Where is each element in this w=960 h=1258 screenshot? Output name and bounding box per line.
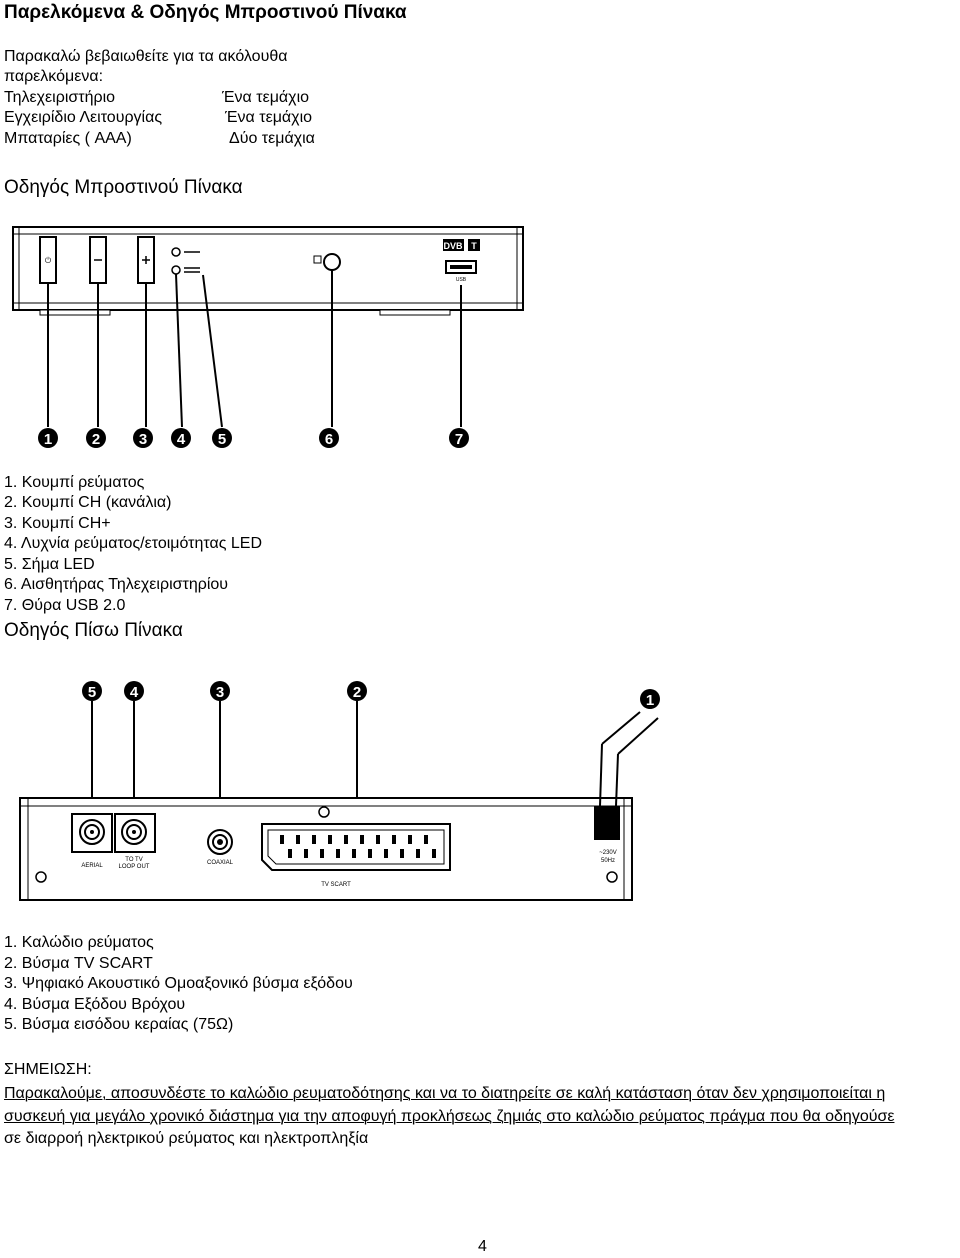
scart-pin — [336, 849, 340, 858]
front-callout-5: 5 — [218, 431, 226, 448]
accessory-item-qty: Δύο τεμάχια — [229, 130, 315, 147]
loop-out-label-1: TO TV — [125, 857, 142, 863]
front-callout-7: 7 — [455, 431, 463, 448]
front-panel-item-4: 4. Λυχνία ρεύματος/ετοιμότητας LED — [4, 535, 263, 552]
front-panel-item-6: 6. Αισθητήρας Τηλεχειριστηρίου — [4, 576, 229, 593]
scart-pin — [400, 849, 404, 858]
power-label-1: ~230V — [599, 850, 617, 856]
accessories-intro-line2: παρελκόμενα: — [4, 68, 104, 85]
front-callout-6: 6 — [325, 431, 333, 448]
front-panel-item-1: 1. Κουμπί ρεύματος — [4, 474, 145, 491]
rear-panel-diagram: 5 4 3 2 1 AERIAL TO TV LOOP OUT COAXIAL … — [19, 681, 660, 901]
scart-pin — [424, 835, 428, 844]
scart-pin — [384, 849, 388, 858]
svg-text:⏻: ⏻ — [45, 256, 52, 265]
front-callout-3: 3 — [139, 431, 147, 448]
note-line-2: συσκευή για μεγάλο χρονικό διάστημα για … — [4, 1108, 895, 1125]
rear-panel-item-4: 4. Βύσμα Εξόδου Βρόχου — [4, 996, 186, 1013]
note-line-1: Παρακαλούμε, αποσυνδέστε το καλώδιο ρευμ… — [4, 1085, 886, 1102]
scart-pin — [352, 849, 356, 858]
rear-callout-4: 4 — [130, 684, 139, 701]
dvb-logo-label: DVB — [443, 241, 463, 251]
scart-pin — [312, 835, 316, 844]
accessories-intro-line1: Παρακαλώ βεβαιωθείτε για τα ακόλουθα — [4, 48, 288, 65]
rear-panel-item-1: 1. Καλώδιο ρεύματος — [4, 934, 154, 951]
loop-out-label-2: LOOP OUT — [119, 864, 150, 870]
scart-pin — [296, 835, 300, 844]
rear-panel-item-5: 5. Βύσμα εισόδου κεραίας (75Ω) — [4, 1016, 234, 1033]
rear-callout-2: 2 — [353, 684, 361, 701]
tv-scart-label: TV SCART — [321, 882, 351, 888]
front-panel-item-3: 3. Κουμπί CH+ — [4, 515, 111, 532]
usb-port-label: USB — [456, 277, 467, 283]
note-title: ΣΗΜΕΙΩΣΗ: — [4, 1061, 92, 1078]
dvb-t-label: T — [471, 241, 477, 251]
scart-pin — [376, 835, 380, 844]
scart-pin — [304, 849, 308, 858]
rear-panel-item-3: 3. Ψηφιακό Ακουστικό Ομοαξονικό βύσμα εξ… — [4, 975, 353, 992]
rear-callout-1: 1 — [646, 692, 654, 709]
accessory-item-name: Μπαταρίες ( AAA) — [4, 130, 132, 147]
front-panel-item-2: 2. Κουμπί CH (κανάλια) — [4, 494, 172, 511]
page-number: 4 — [478, 1238, 487, 1255]
scart-pin — [360, 835, 364, 844]
scart-pin — [320, 849, 324, 858]
scart-pin — [280, 835, 284, 844]
accessory-item-qty: Ένα τεμάχιο — [225, 109, 313, 126]
scart-pin — [392, 835, 396, 844]
front-callout-2: 2 — [92, 431, 100, 448]
page-title: Παρελκόμενα & Οδηγός Μπροστινού Πίνακα — [4, 2, 407, 23]
front-panel-item-5: 5. Σήμα LED — [4, 556, 95, 573]
scart-pin — [288, 849, 292, 858]
coaxial-label: COAXIAL — [207, 860, 234, 866]
scart-pin — [416, 849, 420, 858]
note-line-3: σε διαρροή ηλεκτρικού ρεύματος και ηλεκτ… — [4, 1130, 369, 1147]
accessory-item-name: Εγχειρίδιο Λειτουργίας — [4, 109, 163, 126]
accessory-item-qty: Ένα τεμάχιο — [222, 89, 310, 106]
rear-panel-heading: Οδηγός Πίσω Πίνακα — [4, 620, 183, 641]
accessory-item-name: Τηλεχειριστήριο — [4, 89, 116, 106]
front-callout-1: 1 — [44, 431, 52, 448]
power-label-2: 50Hz — [601, 858, 615, 864]
scart-pin — [432, 849, 436, 858]
front-callout-4: 4 — [177, 431, 186, 448]
front-panel-heading: Οδηγός Μπροστινού Πίνακα — [4, 177, 243, 198]
scart-pin — [408, 835, 412, 844]
rear-panel-item-2: 2. Βύσμα TV SCART — [4, 955, 153, 972]
scart-pin — [328, 835, 332, 844]
rear-callout-5: 5 — [88, 684, 96, 701]
rear-callout-3: 3 — [216, 684, 224, 701]
front-panel-diagram: ⏻ DVB T USB 1 2 3 4 5 6 7 — [12, 226, 524, 448]
scart-pin — [344, 835, 348, 844]
front-panel-item-7: 7. Θύρα USB 2.0 — [4, 597, 126, 614]
scart-pin — [368, 849, 372, 858]
aerial-label: AERIAL — [81, 863, 103, 869]
